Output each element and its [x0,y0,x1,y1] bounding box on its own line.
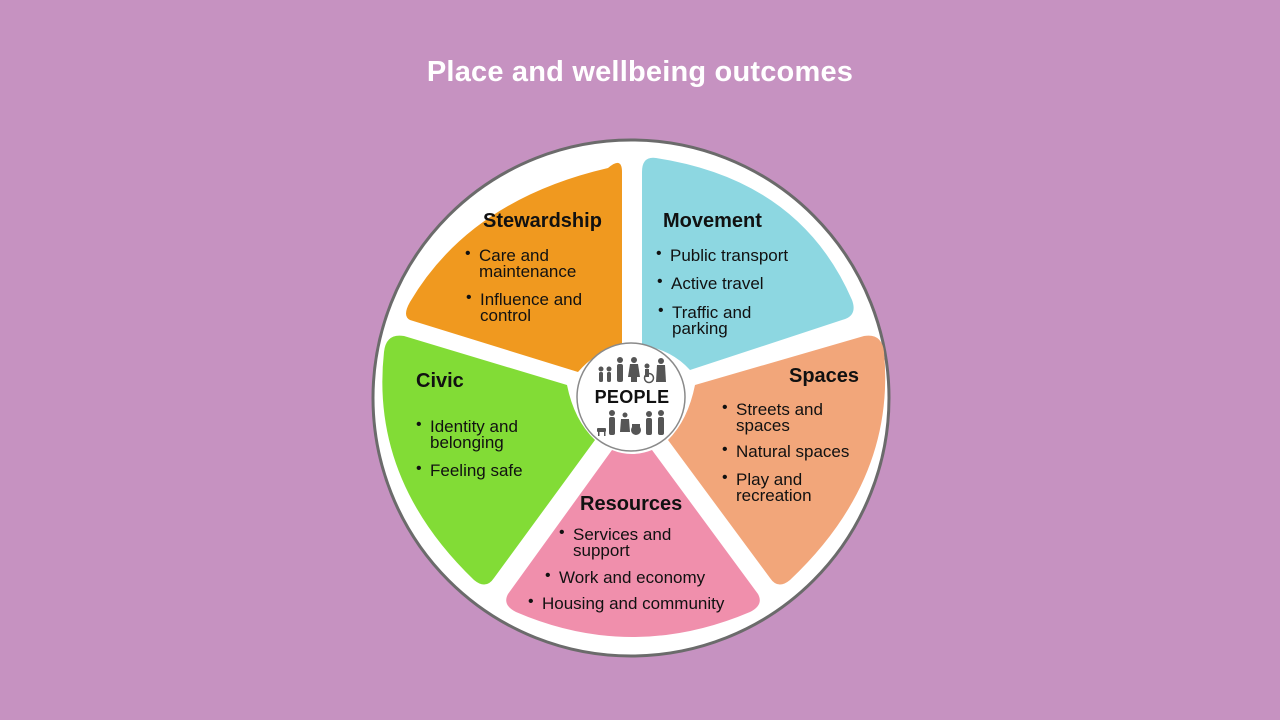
spaces-title: Spaces [789,365,860,387]
segment-resources[interactable] [506,450,760,637]
movement-item: •Traffic and parking [658,302,752,338]
segment-spaces[interactable] [668,335,886,585]
people-icon [598,357,666,384]
resources-item: •Services and support [559,524,672,560]
page-title: Place and wellbeing outcomes [426,56,854,88]
spaces-item: •Streets and spaces [722,399,823,435]
spaces-item: •Natural spaces [722,441,850,461]
movement-title: Movement [663,210,762,232]
people-icon-bottom [597,410,664,436]
segment-stewardship[interactable] [406,162,622,372]
stewardship-title: Stewardship [483,210,602,232]
spaces-item: •Play and recreation [722,469,812,505]
segment-movement[interactable] [642,157,854,370]
movement-item: •Active travel [657,273,764,293]
civic-item: •Identity and belonging [416,416,518,452]
resources-item: •Work and economy [545,567,706,587]
resources-item: •Housing and community [528,593,725,613]
center-label: PEOPLE [594,387,670,407]
stewardship-item: •Influence and control [466,289,583,325]
segment-civic[interactable] [382,335,595,585]
movement-item: •Public transport [656,245,789,265]
civic-item: •Feeling safe [416,460,523,480]
civic-title: Civic [416,370,464,392]
resources-title: Resources [580,493,683,515]
stewardship-item: •Care and maintenance [465,245,577,281]
